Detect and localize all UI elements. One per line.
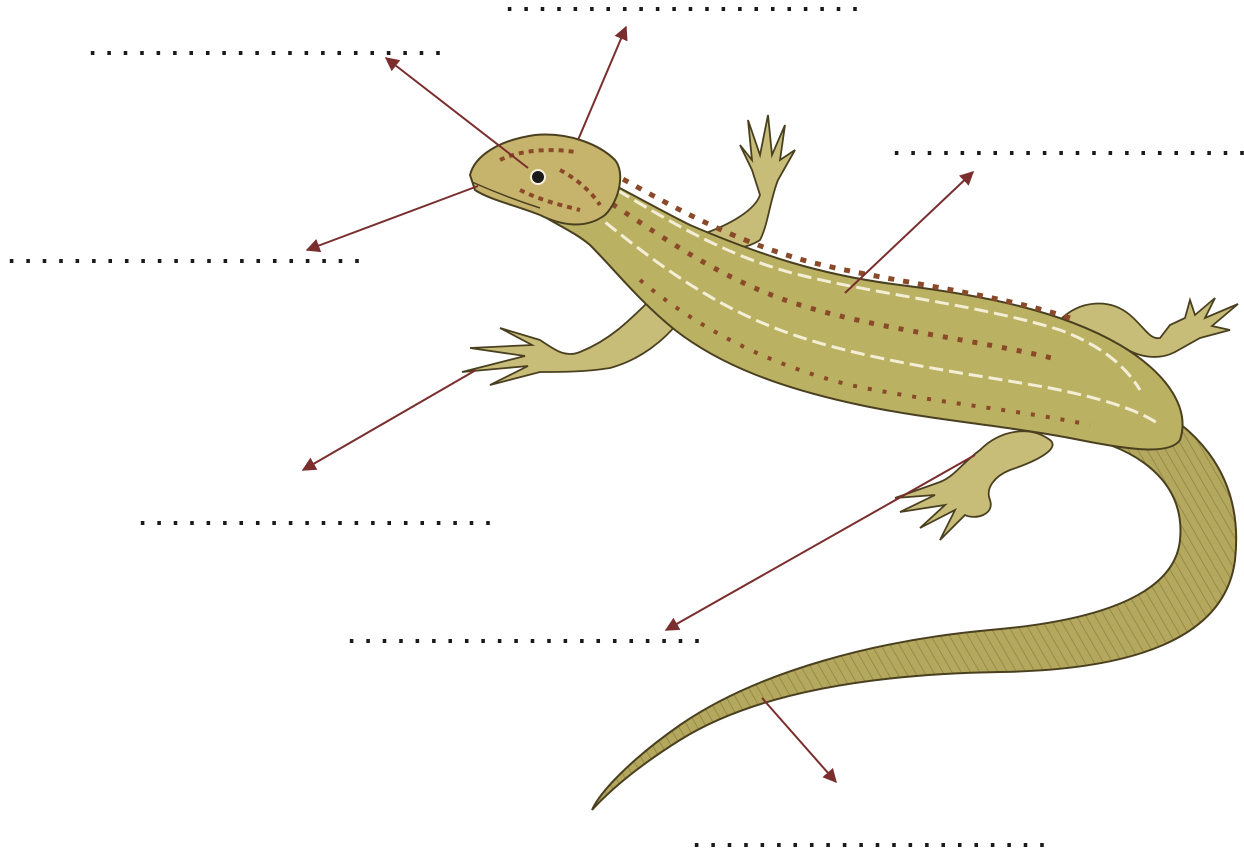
label-arrow-body [845, 172, 973, 293]
label-arrow-head [578, 27, 626, 140]
lizard-eye [531, 170, 545, 184]
label-blank-upper-right: ...................... [890, 138, 1244, 160]
lizard-front-leg-lower [462, 300, 680, 385]
label-blank-middle-left: ...................... [136, 508, 498, 530]
label-arrow-hind-leg [666, 455, 975, 630]
label-blank-upper-left: ...................... [86, 38, 448, 60]
lizard-front-leg-upper [700, 115, 795, 249]
label-arrow-tail [762, 698, 836, 782]
label-blank-top: ...................... [503, 0, 865, 16]
label-blank-bottom: ...................... [690, 830, 1052, 852]
label-blank-left: ...................... [5, 246, 367, 268]
label-arrow-front-leg [303, 370, 476, 470]
label-arrow-mouth [307, 186, 478, 250]
lizard-hind-leg-lower [895, 431, 1053, 540]
label-arrow-eye [386, 58, 528, 168]
label-blank-lower-middle: ...................... [345, 626, 707, 648]
lizard-tail [592, 395, 1236, 810]
